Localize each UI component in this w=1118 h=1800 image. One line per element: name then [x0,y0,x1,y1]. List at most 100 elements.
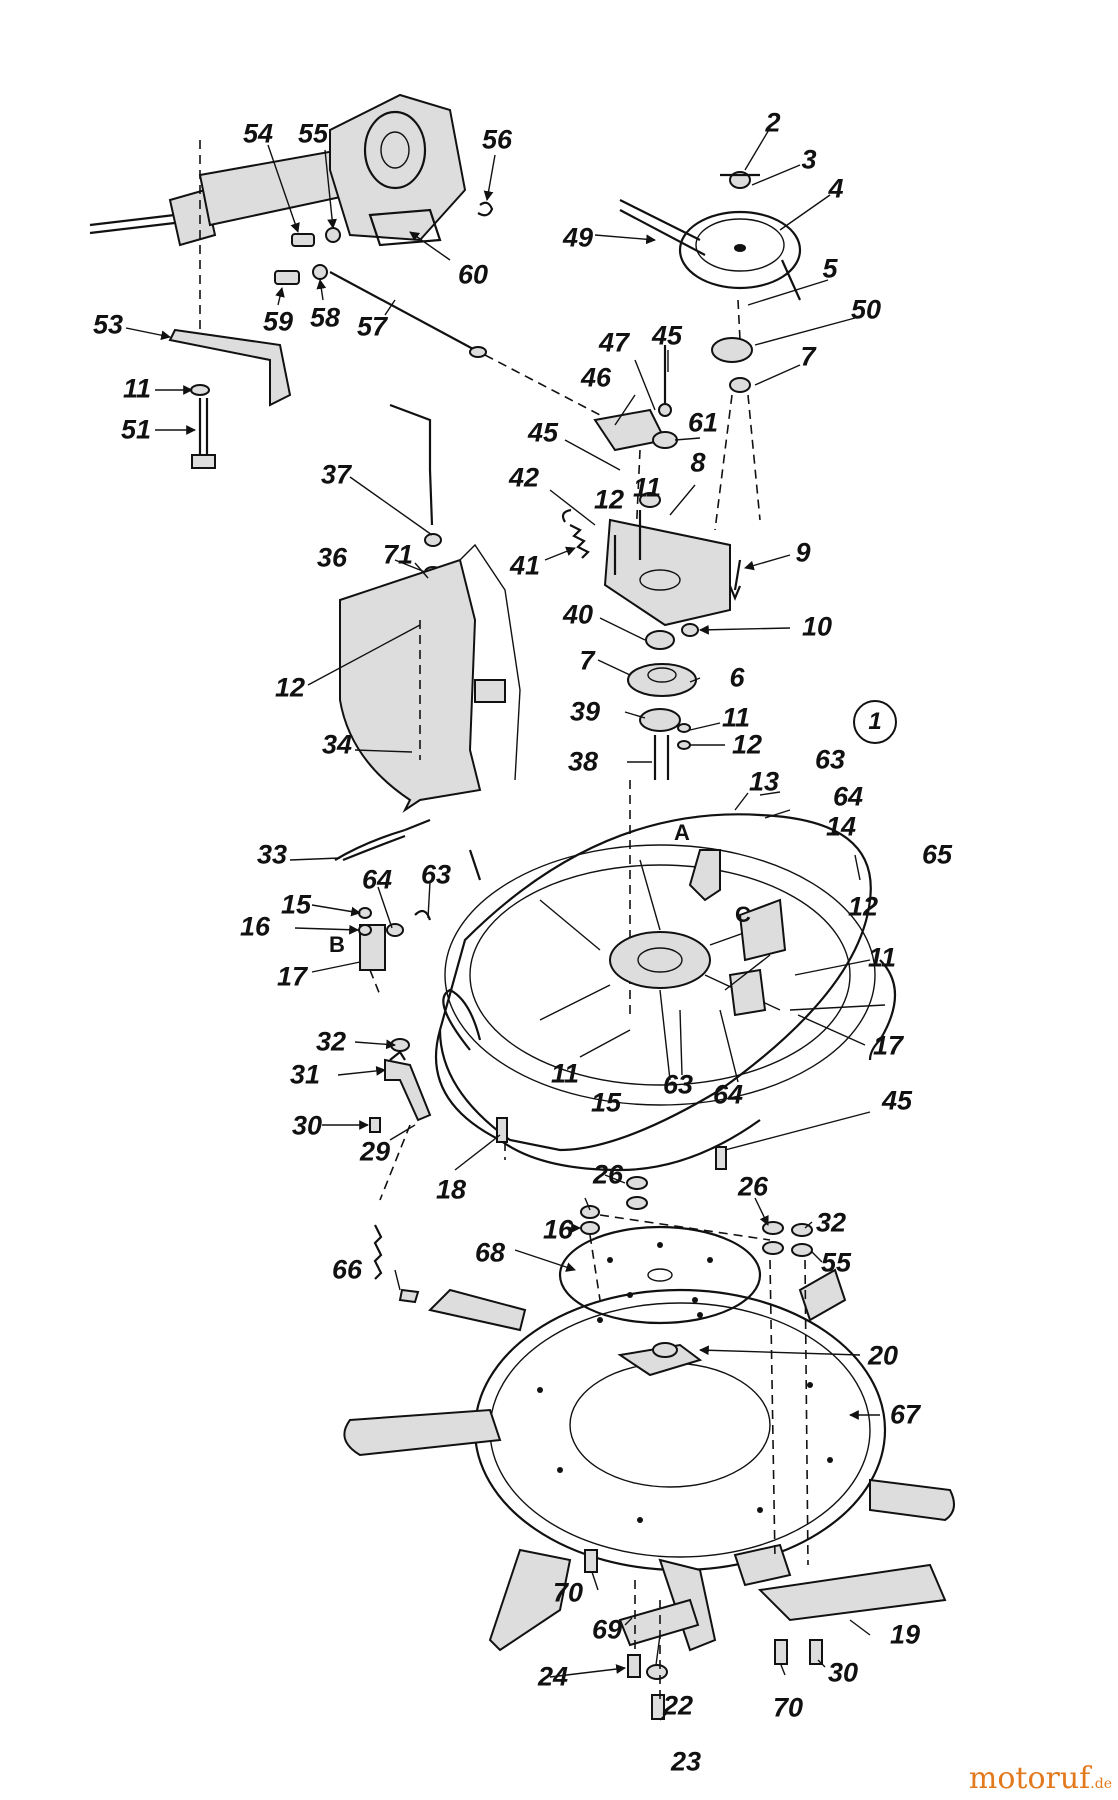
callout-36: 36 [316,542,348,573]
blade-hardware [584,1549,823,1720]
callout-8: 8 [690,447,706,478]
watermark-text: motoruf [968,1761,1091,1796]
discharge-chute [339,403,521,813]
callout-54: 54 [242,118,274,149]
callout-63: 63 [814,744,846,775]
callout-45: 45 [527,417,559,448]
callout-56: 56 [481,124,513,155]
bracket-53 [168,328,292,469]
callout-11: 11 [122,373,152,404]
callout-4: 4 [828,173,844,204]
callout-45: 45 [881,1085,913,1116]
callout-12: 12 [731,729,763,760]
callout-64: 64 [712,1079,744,1110]
callout-17: 17 [872,1030,904,1061]
callout-39: 39 [569,696,601,727]
callout-26: 26 [592,1159,624,1190]
plate-68 [558,1225,762,1325]
transmission-assembly [89,93,467,330]
callout-13: 13 [748,766,780,797]
callout-11: 11 [867,942,897,973]
callout-22: 22 [662,1690,694,1721]
callout-58: 58 [309,302,341,333]
callout-63: 63 [420,859,452,890]
callout-50: 50 [850,294,882,325]
callout-9: 9 [795,537,811,568]
callout-68: 68 [474,1237,506,1268]
callout-11: 11 [632,472,662,503]
mounting-plate-8 [561,492,742,637]
callout-33: 33 [256,839,288,870]
callout-10: 10 [801,611,833,642]
callout-16: 16 [239,911,271,942]
watermark-suffix: .de [1090,1776,1112,1792]
callout-37: 37 [320,459,352,490]
callout-5: 5 [822,253,838,284]
callout-14: 14 [825,811,857,842]
deck-letter-a: A [674,820,690,845]
callout-40: 40 [562,599,594,630]
callout-29: 29 [359,1136,391,1167]
leader-lines [125,127,886,1721]
callout-31: 31 [289,1059,321,1090]
callout-24: 24 [537,1661,569,1692]
callout-65: 65 [921,839,953,870]
callout-59: 59 [262,306,294,337]
callout-6: 6 [729,662,745,693]
callout-51: 51 [120,414,152,445]
callout-12: 12 [847,891,879,922]
callout-12: 12 [593,484,625,515]
callout-30: 30 [291,1110,323,1141]
callout-11: 11 [550,1058,580,1089]
callout-47: 47 [598,327,630,358]
callout-34: 34 [321,729,353,760]
callout-45: 45 [651,320,683,351]
callout-19: 19 [889,1619,921,1650]
callout-64: 64 [832,781,864,812]
callout-67: 67 [889,1399,921,1430]
callout-15: 15 [590,1087,622,1118]
callout-32: 32 [815,1207,847,1238]
figure-number-badge: 1 [853,700,897,744]
callout-20: 20 [867,1340,899,1371]
callout-7: 7 [579,645,595,676]
callout-46: 46 [580,362,612,393]
callout-30: 30 [827,1657,859,1688]
callout-66: 66 [331,1254,363,1285]
callout-41: 41 [509,550,541,581]
callout-64: 64 [361,864,393,895]
lever-assembly-29 [369,1038,432,1304]
callout-11: 11 [721,702,751,733]
deck-letter-c: C [735,902,751,927]
callout-15: 15 [280,889,312,920]
callout-38: 38 [567,746,599,777]
callout-70: 70 [772,1692,804,1723]
callout-3: 3 [801,144,817,175]
callout-2: 2 [765,107,781,138]
callout-57: 57 [356,311,388,342]
callout-49: 49 [562,222,594,253]
callout-70: 70 [552,1577,584,1608]
deck-bolts [496,1117,727,1170]
pulley-assembly [619,171,802,531]
callout-16: 16 [542,1214,574,1245]
callout-23: 23 [670,1746,702,1777]
callout-7: 7 [800,341,816,372]
deck-letter-b: B [329,932,345,957]
watermark-logo[interactable]: motoruf.de [969,1761,1112,1796]
callout-71: 71 [382,539,414,570]
callout-17: 17 [276,961,308,992]
height-adjust-parts-left [334,818,432,996]
callout-63: 63 [662,1069,694,1100]
callout-60: 60 [457,259,489,290]
callout-18: 18 [435,1174,467,1205]
callout-53: 53 [92,309,124,340]
callout-12: 12 [274,672,306,703]
blade-carrier-67 [343,1234,955,1652]
callout-55: 55 [297,118,329,149]
mower-deck [434,813,897,1172]
callout-26: 26 [737,1171,769,1202]
callout-32: 32 [315,1026,347,1057]
